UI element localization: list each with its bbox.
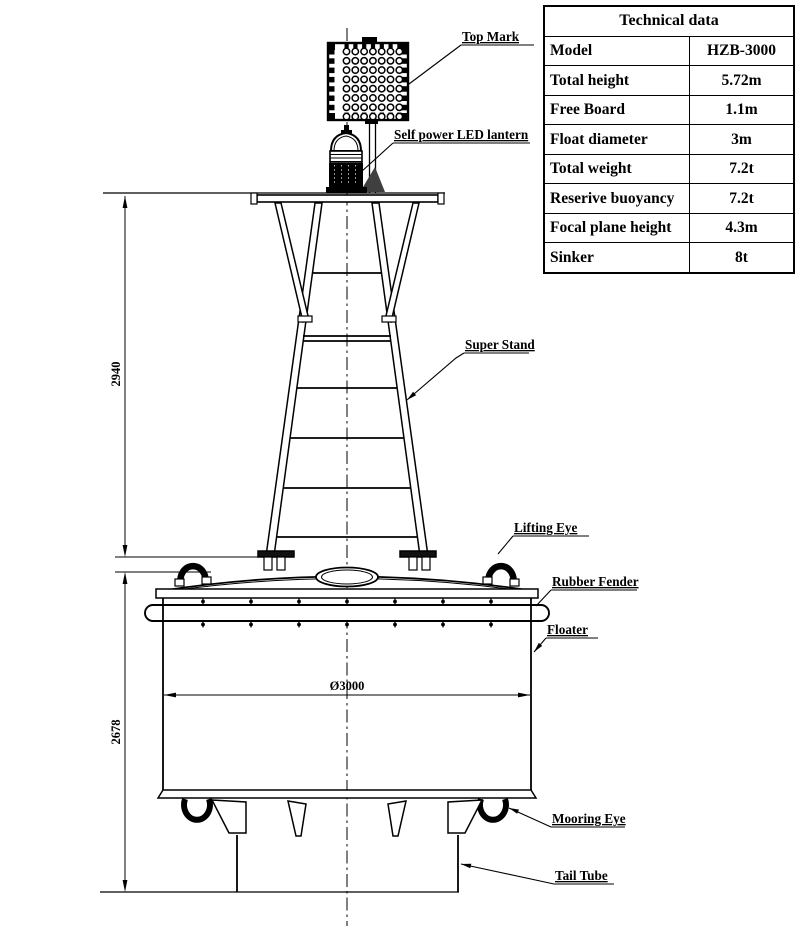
lantern-base [326, 187, 367, 193]
mooring-eyes [181, 797, 509, 823]
lantern-body [329, 163, 363, 187]
top-mark-holes [342, 47, 404, 121]
buoy-hull [100, 562, 550, 893]
mooring-eye-label: Mooring Eye [552, 811, 626, 826]
mast-gusset [360, 167, 385, 192]
rubber-fender-label: Rubber Fender [552, 574, 639, 589]
fender-bolts-upper [201, 598, 493, 605]
manhole [315, 566, 379, 588]
fender-bolts-lower [201, 621, 493, 628]
rubber-fender-band [144, 604, 550, 622]
ladder-rungs [277, 272, 417, 538]
dimensions [115, 196, 530, 892]
top-mark-top-tabs [344, 44, 402, 48]
platform [103, 192, 445, 205]
table-title: Technical data [543, 5, 795, 37]
super-stand [257, 202, 437, 571]
leader-lines [360, 44, 637, 885]
stand-height-dim: 2940 [109, 362, 123, 387]
led-lantern-label: Self power LED lantern [394, 127, 529, 142]
top-mark [326, 37, 410, 124]
top-mark-right-tabs [401, 49, 407, 120]
annotation-labels: Top Mark Self power LED lantern Super St… [109, 29, 639, 883]
mast [360, 120, 385, 193]
top-mark-left-tabs [329, 49, 335, 120]
led-lantern [326, 125, 367, 193]
hull-height-dim: 2678 [109, 720, 123, 745]
floater-label: Floater [547, 622, 588, 637]
deck-rim [155, 588, 539, 599]
floater-bottom-lip [156, 789, 538, 799]
float-diameter-dim: Ø3000 [330, 679, 365, 693]
tail-tube-label: Tail Tube [555, 868, 608, 883]
bottom-skirt [210, 799, 484, 837]
lifting-eye-label: Lifting Eye [514, 520, 578, 535]
top-mark-label: Top Mark [462, 29, 520, 44]
super-stand-label: Super Stand [465, 337, 535, 352]
tail-tube [236, 835, 459, 892]
